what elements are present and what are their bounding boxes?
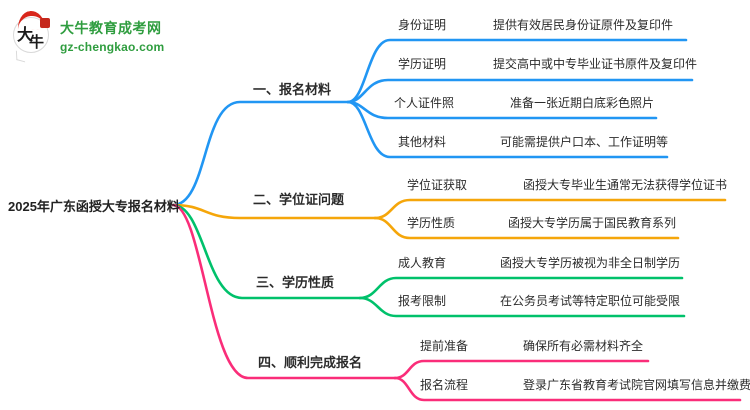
subtopic-label: 学历性质 [407,216,456,230]
branch-2-label: 二、学位证问题 [253,192,345,207]
subtopic-label: 学位证获取 [407,178,468,192]
subtopic-label: 成人教育 [398,256,447,270]
connector-line [373,216,680,240]
subtopic-detail: 函授大专毕业生通常无法获得学位证书 [523,178,728,192]
logo-bubble-icon: 大 牛 [12,9,54,63]
branch-2-connectors [171,198,727,240]
connector-line [346,100,669,159]
logo-character-da: 大 [17,27,34,44]
subtopic-detail: 函授大专学历被视为非全日制学历 [500,256,681,270]
site-name: 大牛教育成考网 [60,20,162,36]
branch-3-connectors [171,203,686,318]
subtopic-detail: 提交高中或中专毕业证书原件及复印件 [493,57,698,71]
subtopic-detail: 确保所有必需材料齐全 [523,339,644,353]
branch-1-connectors [171,38,694,207]
connector-line [358,296,686,318]
subtopic-detail: 提供有效居民身份证原件及复印件 [493,18,674,32]
connector-line [346,38,688,104]
subtopic-label: 其他材料 [398,135,447,149]
subtopic-detail: 在公务员考试等特定职位可能受限 [500,294,681,308]
subtopic-detail: 可能需提供户口本、工作证明等 [500,135,669,149]
subtopic-label: 报考限制 [398,294,447,308]
connector-line [171,203,377,220]
site-domain: gz-chengkao.com [60,40,165,54]
subtopic-label: 提前准备 [420,339,469,353]
subtopic-label: 报名流程 [420,378,469,392]
connector-line [393,376,742,402]
subtopic-detail: 函授大专学历属于国民教育系列 [508,216,677,230]
branch-4-connectors [171,203,742,402]
connector-line [171,203,362,300]
red-seal-icon [40,18,50,28]
subtopic-label: 学历证明 [398,57,447,71]
branch-3-label: 三、学历性质 [256,275,335,290]
subtopic-detail: 准备一张近期白底彩色照片 [510,96,655,110]
root-node: 2025年广东函授大专报名材料 [8,199,180,214]
subtopic-label: 身份证明 [398,18,447,32]
branch-4-label: 四、顺利完成报名 [258,355,363,370]
subtopic-detail: 登录广东省教育考试院官网填写信息并缴费 [523,378,750,392]
connector-line [171,100,350,207]
subtopic-label: 个人证件照 [394,96,455,110]
logo-character-niu: 牛 [29,35,45,51]
logo-text: 大牛教育成考网 gz-chengkao.com [60,12,164,54]
connector-line [171,203,397,380]
site-logo[interactable]: 大 牛 大牛教育成考网 gz-chengkao.com [12,9,164,63]
branch-1-label: 一、报名材料 [253,82,332,97]
